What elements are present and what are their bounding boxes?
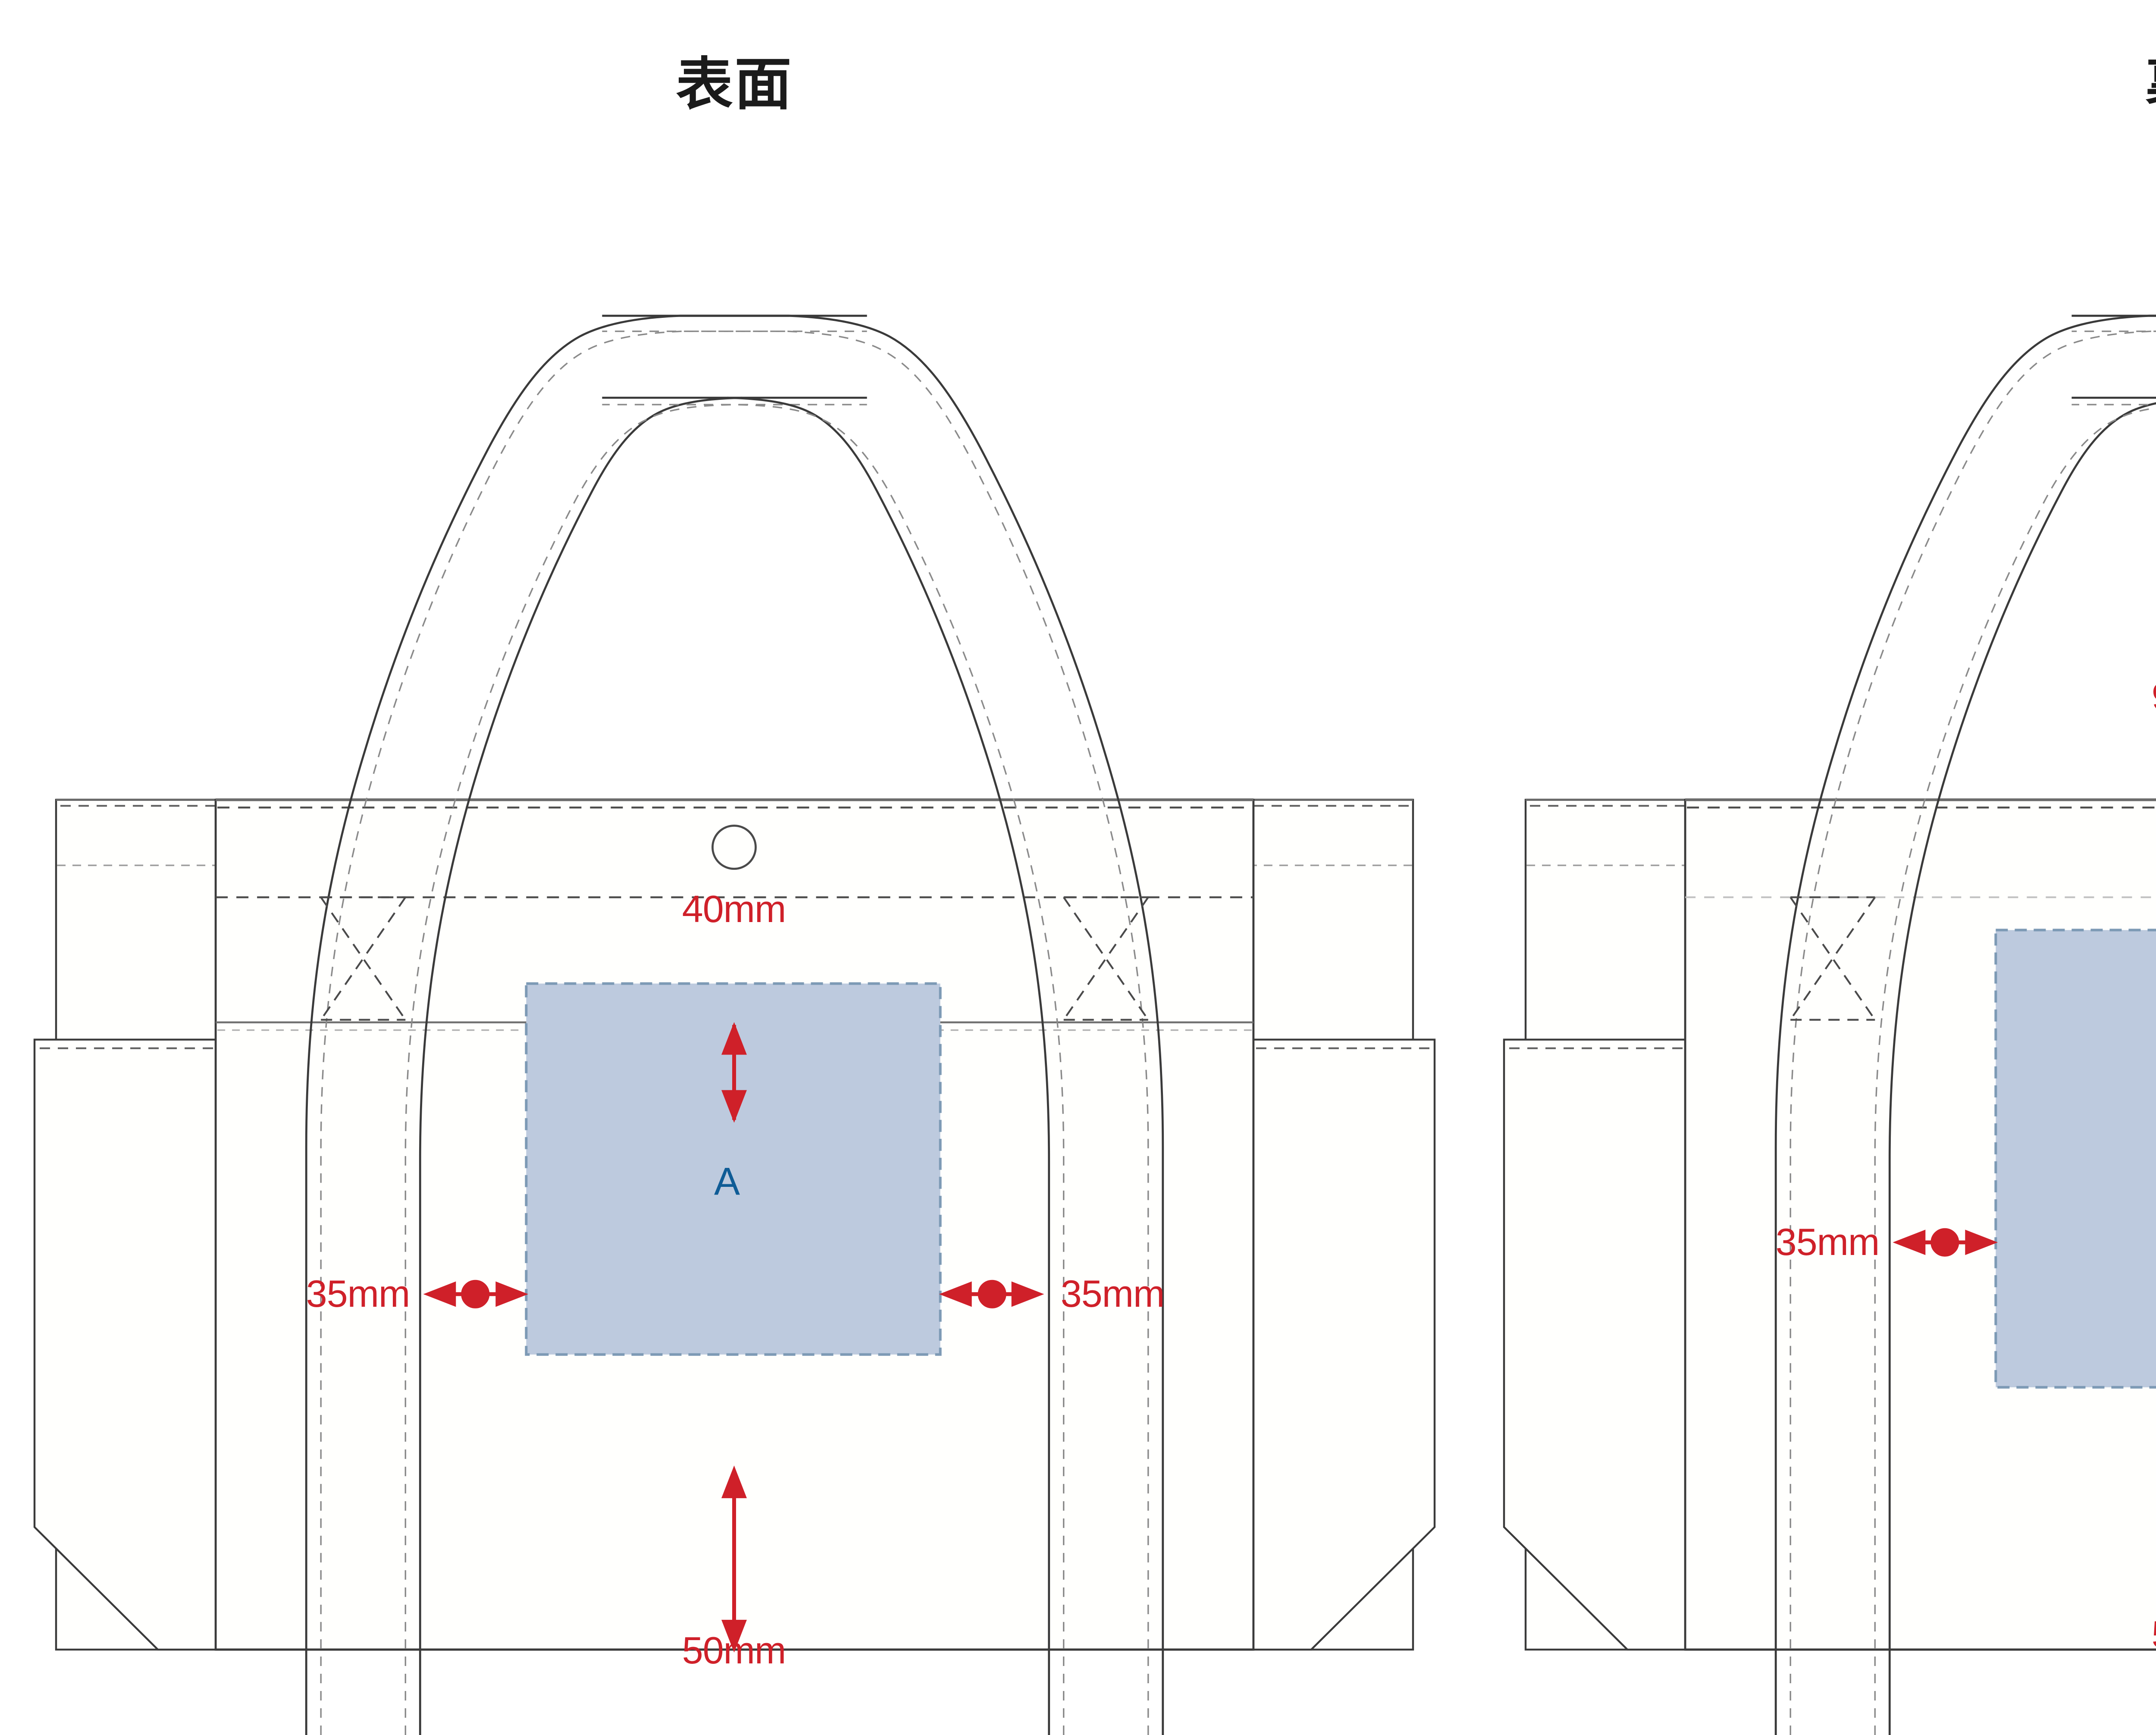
print-area-back xyxy=(1994,929,2156,1389)
snap-button-icon xyxy=(711,825,757,870)
dimension-arrows-back xyxy=(1893,1228,1998,1257)
dimension-label-left-back: 35mm xyxy=(1775,1220,1880,1263)
bartack-x-right xyxy=(1062,896,1149,1021)
dim-left-back xyxy=(1893,1228,1998,1257)
print-area-rect-back xyxy=(1994,929,2156,1389)
dim-left-front xyxy=(423,1280,529,1308)
panel-title-front: 表面 xyxy=(676,53,793,116)
dimension-label-top-back: 90mm xyxy=(2152,678,2156,715)
panel-back: 裏面 xyxy=(1470,0,2156,1735)
dimension-label-bottom-front: 50mm xyxy=(682,1629,786,1672)
bag-technical-drawing-front xyxy=(33,314,1436,1735)
dim-right-front xyxy=(939,1280,1044,1308)
handle-top-loop-back xyxy=(2149,314,2156,317)
bartack-x-left xyxy=(320,896,407,1021)
handle-left-back xyxy=(1774,314,2156,1735)
dimension-label-top-front: 40mm xyxy=(682,888,786,930)
dim-bottom-front xyxy=(721,1465,747,1653)
bartack-x-left-back xyxy=(1789,896,1876,1021)
print-area-label-front: A xyxy=(714,1160,740,1203)
dimension-arrows xyxy=(423,1022,1044,1653)
panel-title-back: 裏面 xyxy=(1470,56,2156,113)
dimension-label-right-front: 35mm xyxy=(1060,1272,1165,1315)
dimension-label-left-front: 35mm xyxy=(306,1272,410,1315)
bag-technical-drawing-back xyxy=(1503,314,2156,1735)
dimension-label-bottom-back: 50mm xyxy=(2152,1616,2156,1653)
dim-top-front xyxy=(721,1022,747,1123)
panel-front: 表面 xyxy=(33,53,1436,1735)
handle-left xyxy=(305,314,867,1735)
handle-top-loop xyxy=(680,314,790,399)
handle-right xyxy=(602,314,1164,1735)
